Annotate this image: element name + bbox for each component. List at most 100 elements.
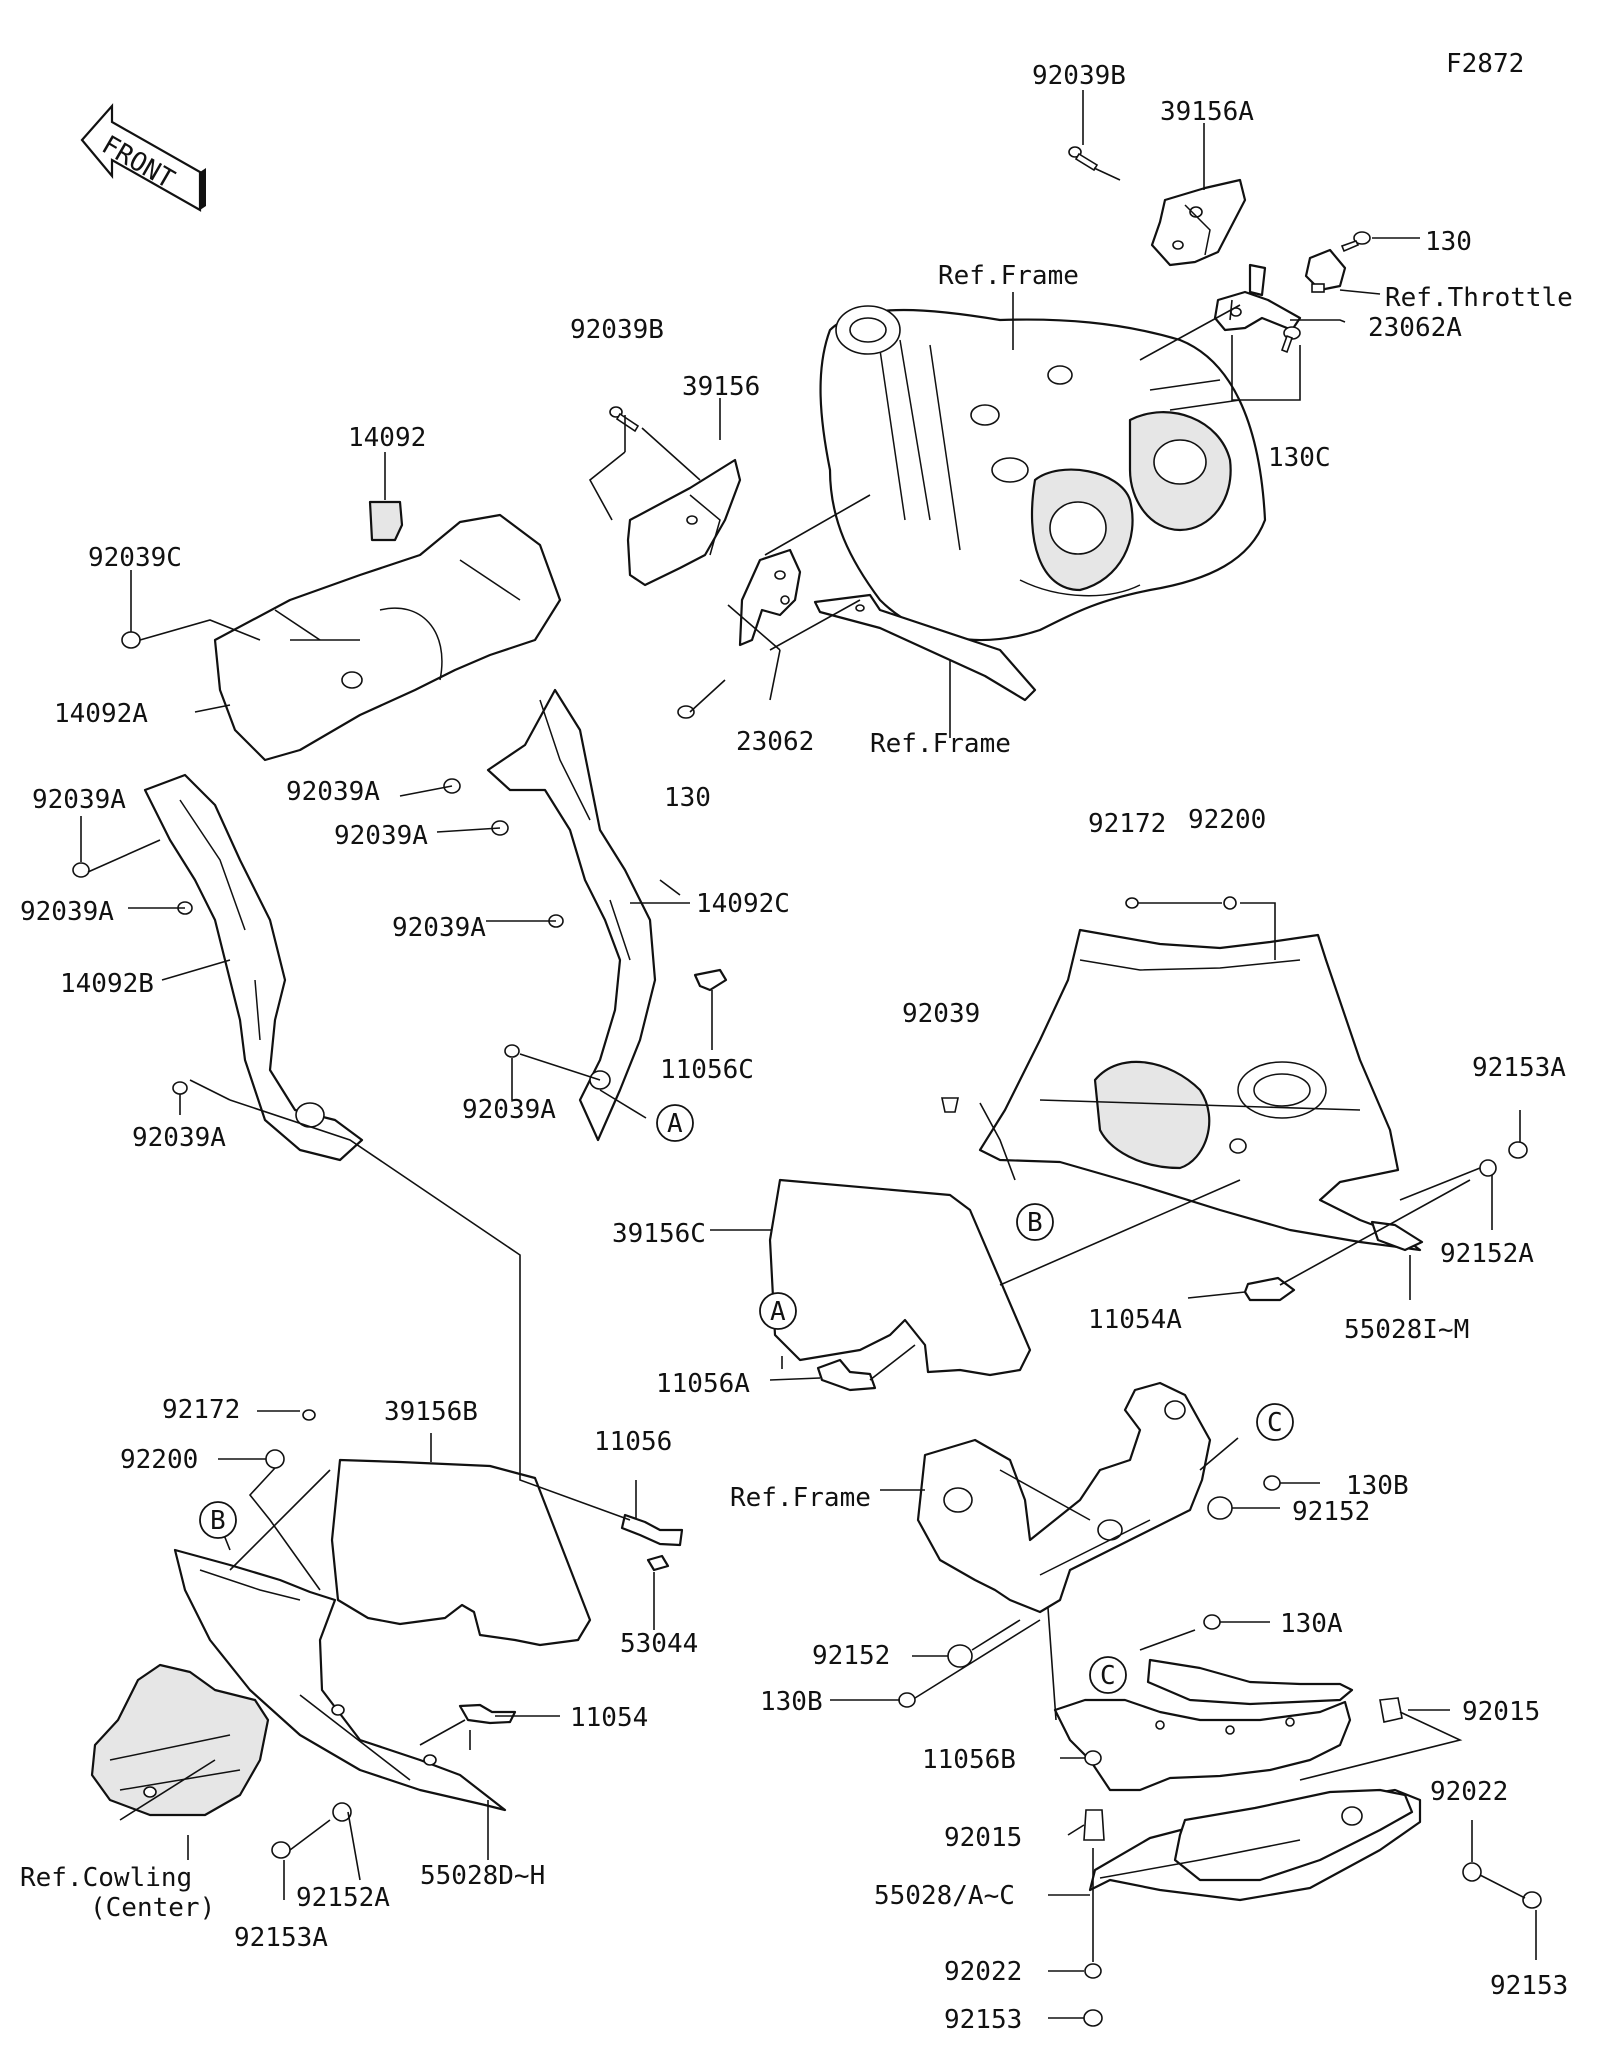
center-cowling-ref-part: [90, 1663, 270, 1817]
callout-a-lower-label: A: [770, 1297, 786, 1327]
throttle-bracket-part: [1304, 248, 1347, 293]
callout-a-upper-label: A: [667, 1109, 683, 1139]
label-92039A-4: 92039A: [20, 897, 114, 927]
washer-92200-left: [265, 1449, 285, 1469]
label-11056A: 11056A: [656, 1369, 750, 1399]
label-11054: 11054: [570, 1703, 648, 1733]
label-39156A: 39156A: [1160, 97, 1254, 127]
label-92039A-3: 92039A: [32, 785, 126, 815]
label-92015-right: 92015: [1462, 1697, 1540, 1727]
inner-panel-14092B-part: [143, 773, 364, 1162]
screw-92153A-left: [271, 1841, 291, 1859]
leader-lines: [80, 90, 1537, 2019]
frame-rail-part: [813, 593, 1037, 702]
label-92152-1: 92152: [1292, 1497, 1370, 1527]
label-92152-2: 92152: [812, 1641, 890, 1671]
label-92153A-right: 92153A: [1472, 1053, 1566, 1083]
callout-a-lower: A: [759, 1292, 797, 1330]
label-23062A: 23062A: [1368, 313, 1462, 343]
clip-92039-right: [941, 1097, 959, 1113]
stay-11056B-part: [1053, 1658, 1354, 1792]
bolt-130C: [1280, 326, 1301, 354]
label-130C: 130C: [1268, 443, 1331, 473]
bolt-92039B-top: [1068, 146, 1099, 172]
label-130B-2: 130B: [760, 1687, 823, 1717]
inner-panel-14092C-part: [486, 688, 657, 1142]
screw-92153-right: [1522, 1891, 1542, 1909]
bracket-11054: [458, 1703, 517, 1725]
label-14092A: 14092A: [54, 699, 148, 729]
callout-b-right: B: [1016, 1203, 1054, 1241]
bolt-130B-1: [1263, 1475, 1281, 1491]
label-92039: 92039: [902, 999, 980, 1029]
bracket-11056C: [693, 968, 728, 992]
clip-92039C: [121, 631, 141, 649]
heat-shield-39156C-part: [768, 1178, 1032, 1377]
grommet-92152-2: [947, 1644, 973, 1668]
label-ref-frame-mid: Ref.Frame: [870, 729, 1011, 759]
bolt-130-mid: [677, 705, 695, 719]
screw-92153A-right: [1508, 1141, 1528, 1159]
label-92039A-7: 92039A: [132, 1123, 226, 1153]
label-14092: 14092: [348, 423, 426, 453]
inner-panel-14092A-part: [213, 513, 562, 762]
label-130A: 130A: [1280, 1609, 1343, 1639]
label-ref-frame-low: Ref.Frame: [730, 1483, 871, 1513]
clip-92039A-7: [172, 1081, 188, 1095]
bracket-39156A-part: [1150, 178, 1247, 267]
callout-c-upper: C: [1256, 1403, 1294, 1441]
grommet-92152-1: [1207, 1496, 1233, 1520]
label-92015-mid: 92015: [944, 1823, 1022, 1853]
lower-cowl-55028-A-C-part: [1088, 1788, 1422, 1902]
inner-panel-14092-clip: [368, 500, 404, 542]
clip-92039A-6: [504, 1044, 520, 1058]
label-130B-1: 130B: [1346, 1471, 1409, 1501]
callout-c-lower: C: [1089, 1656, 1127, 1694]
label-92200-left: 92200: [120, 1445, 198, 1475]
label-92152A-right: 92152A: [1440, 1239, 1534, 1269]
bracket-11056A: [816, 1358, 877, 1392]
label-130-mid: 130: [664, 783, 711, 813]
clip-92172-right: [1125, 897, 1139, 909]
label-14092C: 14092C: [696, 889, 790, 919]
clip-92039A-3: [72, 862, 90, 878]
label-ref-frame-top: Ref.Frame: [938, 261, 1079, 291]
bracket-39156-part: [626, 458, 742, 587]
grommet-92152A-right: [1479, 1159, 1497, 1177]
front-arrow-icon: FRONT: [80, 103, 206, 212]
label-39156: 39156: [682, 372, 760, 402]
collar-92015-mid: [1083, 1809, 1105, 1841]
label-92022-mid: 92022: [944, 1957, 1022, 1987]
label-92172-left: 92172: [162, 1395, 240, 1425]
label-92153-mid: 92153: [944, 2005, 1022, 2035]
label-11056: 11056: [594, 1427, 672, 1457]
label-55028I-M: 55028I~M: [1344, 1315, 1469, 1345]
part-labels: 92039B 39156A 130 Ref.Throttle Ref.Frame…: [20, 61, 1573, 2035]
bolt-92039B-mid: [609, 406, 640, 433]
label-53044: 53044: [620, 1629, 698, 1659]
label-55028-A-C: 55028/A~C: [874, 1881, 1015, 1911]
label-92039A-1: 92039A: [286, 777, 380, 807]
label-ref-throttle: Ref.Throttle: [1385, 283, 1573, 313]
side-cowl-55028I-M-part: [978, 928, 1422, 1252]
label-55028D-H: 55028D~H: [420, 1861, 545, 1891]
label-11054A: 11054A: [1088, 1305, 1182, 1335]
label-92200-right: 92200: [1188, 805, 1266, 835]
label-92152A-left: 92152A: [296, 1883, 390, 1913]
washer-92200-right: [1223, 896, 1237, 910]
grommet-92152A-left: [332, 1802, 352, 1822]
bracket-23062A-part: [1213, 263, 1302, 332]
bracket-55028IM-tab: [1370, 1220, 1424, 1252]
label-92153A-left: 92153A: [234, 1923, 328, 1953]
label-92039C: 92039C: [88, 543, 182, 573]
label-92022-right: 92022: [1430, 1777, 1508, 1807]
callout-c-lower-label: C: [1100, 1661, 1116, 1691]
label-92039B-mid: 92039B: [570, 315, 664, 345]
callout-b-left-label: B: [210, 1506, 226, 1536]
bolt-130-top: [1340, 231, 1371, 253]
fuel-tank-frame-part: [819, 305, 1267, 642]
label-92172-right: 92172: [1088, 809, 1166, 839]
label-92153-right: 92153: [1490, 1971, 1568, 2001]
bolt-130A: [1203, 1614, 1221, 1630]
